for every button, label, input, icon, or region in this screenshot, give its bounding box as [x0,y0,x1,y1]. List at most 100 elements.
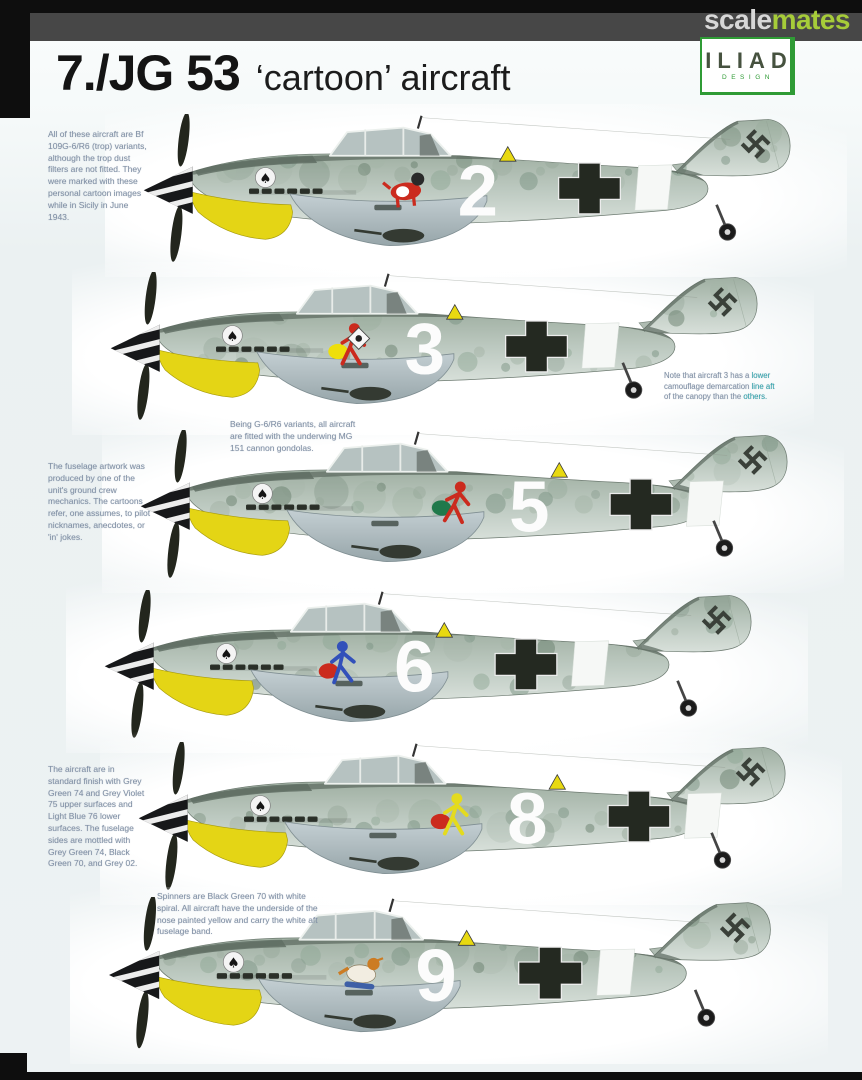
title-subtitle: ‘cartoon’ aircraft [255,57,511,98]
fuel-triangle [435,621,454,638]
logo-name: ILIAD [705,48,793,73]
fuel-triangle [457,929,476,946]
white-fuselage-band [596,948,636,996]
aircraft-profile-6: ♠ 6 [104,588,752,738]
top-grey-bar [0,13,862,41]
cannon-gondola [315,704,386,719]
propeller [167,428,187,578]
markings-group: 6 [318,621,609,708]
aircraft-profile-5: ♠ 5 [140,428,788,578]
spade-emblem: ♠ [252,483,273,504]
propeller [137,270,157,420]
tailwheel [715,204,737,241]
cannon-gondola [349,856,420,871]
tail-insignia [707,287,738,317]
exhaust-stubs [244,816,352,823]
svg-text:♠: ♠ [220,647,232,663]
spade-emblem: ♠ [216,643,237,664]
yellow-cowling [151,667,254,716]
markings-group: 5 [431,461,724,548]
white-fuselage-band [634,164,673,211]
wing-fairing [286,509,485,563]
exhaust-stubs [210,664,318,671]
fuselage-cross [609,478,673,531]
cartoon-artwork [430,793,469,836]
antenna-wire [388,275,698,298]
cartoon-artwork [328,323,371,366]
svg-text:♠: ♠ [259,171,271,187]
spinner [110,324,160,372]
aircraft-row-8: ♠ 8 [100,732,842,905]
yellow-cowling [157,349,260,398]
tail-fin [635,595,752,653]
rudder-hinge-line [727,597,741,645]
aircraft-number: 9 [415,934,456,1017]
svg-text:♠: ♠ [227,956,239,972]
tailwheel [693,989,716,1027]
antenna-wire [382,593,692,616]
antenna-wire [416,745,726,768]
white-fuselage-band [684,792,722,839]
cartoon-artwork [382,172,425,208]
propeller [131,588,151,738]
tail-insignia [735,757,766,787]
wing-radiator-intake [371,520,399,527]
antenna-mast [413,431,420,445]
antenna-mast [411,743,418,757]
white-fuselage-band [571,640,609,687]
propeller [136,895,157,1049]
fuel-triangle [548,773,567,790]
scalemates-watermark: scalemates [703,4,851,36]
tailwheel [712,520,734,557]
spade-emblem: ♠ [255,167,276,188]
spade-emblem: ♠ [222,951,245,973]
yellow-cowling [157,976,262,1026]
propeller [165,740,185,890]
fuel-triangle [445,303,464,320]
rudder-hinge-line [745,904,760,953]
aircraft-profile-3: ♠ 3 [110,270,758,420]
tail-insignia [701,605,732,635]
aircraft-profile-2: ♠ 2 [143,112,791,262]
canopy [323,754,447,785]
fuel-triangle [550,461,569,478]
exhaust-stubs [216,346,324,353]
svg-text:♠: ♠ [254,799,266,815]
aircraft-number: 2 [458,151,498,232]
title-unit: 7./JG 53 [56,45,241,101]
wing-fairing [289,193,488,247]
propeller [170,112,190,262]
canopy [289,602,413,633]
markings-group: 8 [430,773,722,860]
markings-group: 2 [382,145,673,232]
top-black-bar [0,0,862,13]
fuselage-cross [607,790,671,843]
rudder-hinge-line [733,279,747,327]
cartoon-artwork [318,641,356,685]
sheet-title: 7./JG 53 ‘cartoon’ aircraft [56,44,511,102]
aircraft-profile-9: ♠ 9 [109,895,771,1049]
watermark-part1: scale [703,4,772,35]
svg-text:♠: ♠ [226,329,238,345]
aircraft-number: 8 [507,779,547,860]
iliad-design-logo: ILIAD DESIGN [700,37,795,95]
white-fuselage-band [581,322,620,369]
spinner [104,642,154,690]
svg-text:♠: ♠ [256,487,268,503]
antenna-mast [388,898,395,913]
watermark-part2: mates [771,4,851,35]
antenna-mast [377,591,384,605]
wing-radiator-intake [344,989,373,996]
exhaust-stubs [249,188,357,195]
wing-radiator-intake [374,204,402,211]
tail-insignia [740,129,771,159]
aircraft-row-9: ♠ 9 [70,887,828,1064]
fuselage-cross [505,320,569,373]
tail-fin [652,902,771,961]
tail-fin [641,277,758,335]
